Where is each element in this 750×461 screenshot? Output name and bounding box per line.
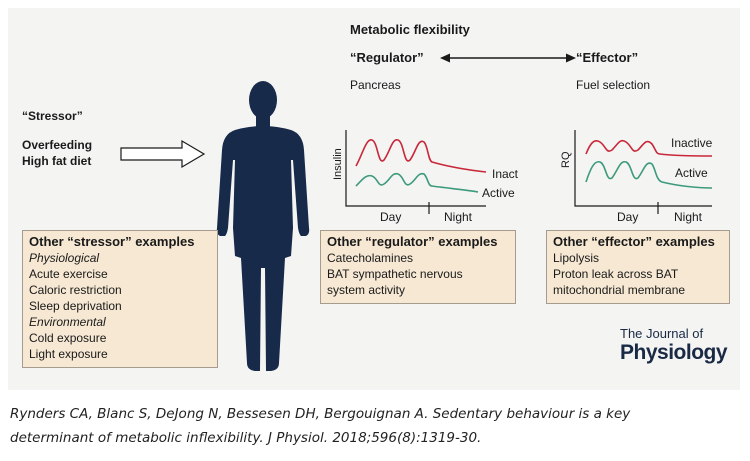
regulator-chart: Insulin Day Night Inactive Active	[332, 130, 518, 224]
list-item: Sleep deprivation	[29, 299, 122, 313]
list-item: Physiological	[29, 251, 100, 265]
stressor-examples-heading: Other “stressor” examples	[29, 234, 195, 249]
effector-label: “Effector”	[576, 50, 639, 65]
list-item: BAT sympathetic nervous	[327, 267, 463, 281]
effector-inactive-label: Inactive	[671, 136, 713, 150]
stressor-title: “Stressor”	[22, 109, 83, 123]
list-item: system activity	[327, 283, 406, 297]
regulator-examples-box: Other “regulator” examples Catecholamine…	[320, 230, 516, 304]
right-arrow-icon	[120, 139, 206, 169]
figure-panel: Metabolic flexibility “Regulator” “Effec…	[8, 8, 740, 390]
regulator-xlabel-day: Day	[380, 210, 401, 224]
list-item: Lipolysis	[553, 251, 600, 265]
regulator-label: “Regulator”	[350, 50, 424, 65]
list-item: Acute exercise	[29, 267, 108, 281]
regulator-examples-heading: Other “regulator” examples	[327, 234, 498, 249]
effector-examples-heading: Other “effector” examples	[553, 234, 715, 249]
regulator-active-label: Active	[482, 186, 515, 200]
effector-chart: RQ Day Night Inactive Active	[560, 130, 713, 224]
list-item: Light exposure	[29, 347, 108, 361]
list-item: mitochondrial membrane	[553, 283, 686, 297]
journal-logo-line-1: The Journal of	[620, 326, 704, 341]
effector-active-line	[585, 160, 713, 189]
citation: Rynders CA, Blanc S, DeJong N, Bessesen …	[10, 402, 740, 450]
effector-xlabel-day: Day	[617, 210, 638, 224]
citation-line-1: Rynders CA, Blanc S, DeJong N, Bessesen …	[10, 406, 631, 422]
effector-ylabel: RQ	[560, 151, 572, 168]
effector-subtitle: Fuel selection	[576, 78, 651, 92]
regulator-active-line	[355, 172, 479, 193]
stressor-line-2: High fat diet	[22, 154, 92, 168]
human-silhouette-icon	[216, 81, 310, 371]
regulator-xlabel-night: Night	[444, 210, 473, 224]
effector-inactive-line	[585, 139, 713, 157]
effector-examples-box: Other “effector” examples Lipolysis Prot…	[546, 230, 730, 304]
regulator-inactive-label: Inactive	[492, 167, 518, 181]
regulator-axes	[345, 130, 486, 207]
stressor-examples-box: Other “stressor” examples Physiological …	[22, 230, 218, 368]
effector-active-label: Active	[675, 166, 708, 180]
journal-logo-line-2: Physiology	[620, 341, 728, 364]
metabolic-flexibility-title: Metabolic flexibility	[350, 22, 470, 37]
effector-axes	[574, 130, 712, 207]
list-item: Proton leak across BAT	[553, 267, 679, 281]
list-item: Cold exposure	[29, 331, 107, 345]
list-item: Caloric restriction	[29, 283, 122, 297]
double-arrow-icon	[440, 53, 576, 63]
list-item: Catecholamines	[327, 251, 414, 265]
list-item: Environmental	[29, 315, 106, 329]
effector-xlabel-night: Night	[674, 210, 703, 224]
regulator-subtitle: Pancreas	[350, 78, 401, 92]
regulator-ylabel: Insulin	[332, 148, 344, 180]
stressor-line-1: Overfeeding	[22, 138, 93, 152]
citation-line-2: determinant of metabolic inflexibility. …	[10, 430, 482, 446]
regulator-inactive-line	[355, 139, 487, 173]
